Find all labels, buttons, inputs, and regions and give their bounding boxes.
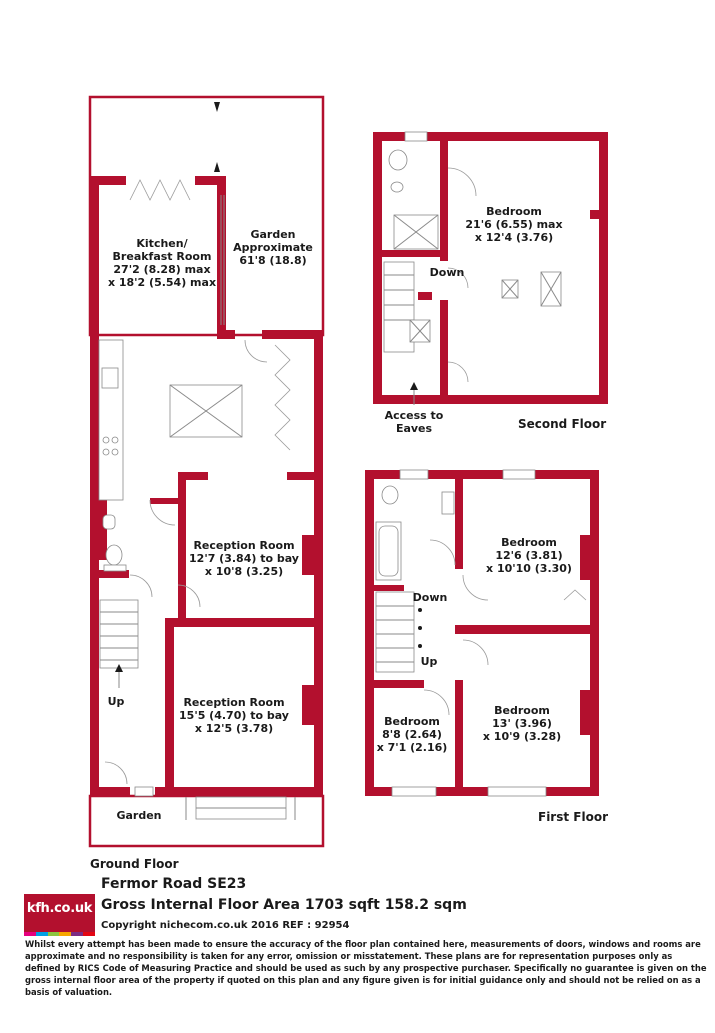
logo-color-5 xyxy=(71,932,84,936)
property-address: Fermor Road SE23 xyxy=(101,876,247,892)
svg-text:12'7 (3.84) to bay: 12'7 (3.84) to bay xyxy=(189,552,299,565)
logo-color-6 xyxy=(83,932,95,936)
ground-floor-label: Ground Floor xyxy=(90,857,179,871)
kfh-logo-text: kfh.co.uk xyxy=(26,901,93,916)
second-bedroom-label: Bedroom 21'6 (6.55) max x 12'4 (3.76) xyxy=(465,205,562,244)
first-up-label: Up xyxy=(421,655,438,668)
svg-text:x 10'9 (3.28): x 10'9 (3.28) xyxy=(483,730,561,743)
svg-text:Eaves: Eaves xyxy=(396,422,433,435)
svg-text:Access to: Access to xyxy=(385,409,444,422)
first-bedroom-c-label: Bedroom 8'8 (2.64) x 7'1 (2.16) xyxy=(377,715,448,754)
svg-text:27'2 (8.28) max: 27'2 (8.28) max xyxy=(113,263,210,276)
reception-room-1-label: Reception Room 12'7 (3.84) to bay x 10'8… xyxy=(189,539,299,578)
svg-text:x 10'10 (3.30): x 10'10 (3.30) xyxy=(486,562,572,575)
rear-garden-outline xyxy=(88,95,325,337)
svg-text:Breakfast Room: Breakfast Room xyxy=(113,250,212,263)
svg-text:15'5 (4.70) to bay: 15'5 (4.70) to bay xyxy=(179,709,289,722)
second-floor-plan xyxy=(373,131,608,405)
svg-text:13' (3.96): 13' (3.96) xyxy=(492,717,552,730)
svg-text:8'8 (2.64): 8'8 (2.64) xyxy=(382,728,442,741)
kfh-logo-color-bar xyxy=(24,932,95,936)
svg-text:21'6 (6.55) max: 21'6 (6.55) max xyxy=(465,218,562,231)
eaves-label: Access to Eaves xyxy=(385,409,444,435)
svg-text:Bedroom: Bedroom xyxy=(494,704,550,717)
copyright-ref: Copyright nichecom.co.uk 2016 REF : 9295… xyxy=(101,920,350,931)
logo-color-3 xyxy=(47,932,60,936)
first-floor-plan xyxy=(365,469,599,797)
gross-internal-area: Gross Internal Floor Area 1703 sqft 158.… xyxy=(101,897,467,913)
svg-text:Bedroom: Bedroom xyxy=(384,715,440,728)
svg-text:x 7'1 (2.16): x 7'1 (2.16) xyxy=(377,741,448,754)
second-down-label: Down xyxy=(430,266,465,279)
first-down-label: Down xyxy=(413,591,448,604)
svg-text:x 18'2 (5.54) max: x 18'2 (5.54) max xyxy=(108,276,216,289)
svg-text:Bedroom: Bedroom xyxy=(501,536,557,549)
first-bedroom-a-label: Bedroom 12'6 (3.81) x 10'10 (3.30) xyxy=(486,536,572,575)
first-floor-label: First Floor xyxy=(538,810,608,824)
svg-text:Reception Room: Reception Room xyxy=(193,539,294,552)
svg-text:x 12'4 (3.76): x 12'4 (3.76) xyxy=(475,231,553,244)
rear-garden-label: Garden Approximate 61'8 (18.8) xyxy=(233,228,313,267)
kfh-logo: kfh.co.uk xyxy=(24,894,95,932)
disclaimer-text: Whilst every attempt has been made to en… xyxy=(25,939,707,997)
svg-text:Bedroom: Bedroom xyxy=(486,205,542,218)
front-garden-label: Garden xyxy=(116,809,161,822)
svg-text:Kitchen/: Kitchen/ xyxy=(136,237,188,250)
svg-text:Garden: Garden xyxy=(250,228,295,241)
svg-text:61'8 (18.8): 61'8 (18.8) xyxy=(239,254,306,267)
svg-text:Approximate: Approximate xyxy=(233,241,313,254)
svg-text:x 12'5 (3.78): x 12'5 (3.78) xyxy=(195,722,273,735)
logo-color-1 xyxy=(24,932,36,936)
ground-floor-plan xyxy=(88,95,325,848)
svg-text:x 10'8 (3.25): x 10'8 (3.25) xyxy=(205,565,283,578)
kitchen-label: Kitchen/ Breakfast Room 27'2 (8.28) max … xyxy=(108,237,216,289)
logo-color-4 xyxy=(59,932,72,936)
reception-room-2-label: Reception Room 15'5 (4.70) to bay x 12'5… xyxy=(179,696,289,735)
svg-text:12'6 (3.81): 12'6 (3.81) xyxy=(495,549,562,562)
first-bedroom-b-label: Bedroom 13' (3.96) x 10'9 (3.28) xyxy=(483,704,561,743)
second-floor-label: Second Floor xyxy=(518,417,606,431)
svg-text:Reception Room: Reception Room xyxy=(183,696,284,709)
ground-up-label: Up xyxy=(108,695,125,708)
logo-color-2 xyxy=(35,932,48,936)
